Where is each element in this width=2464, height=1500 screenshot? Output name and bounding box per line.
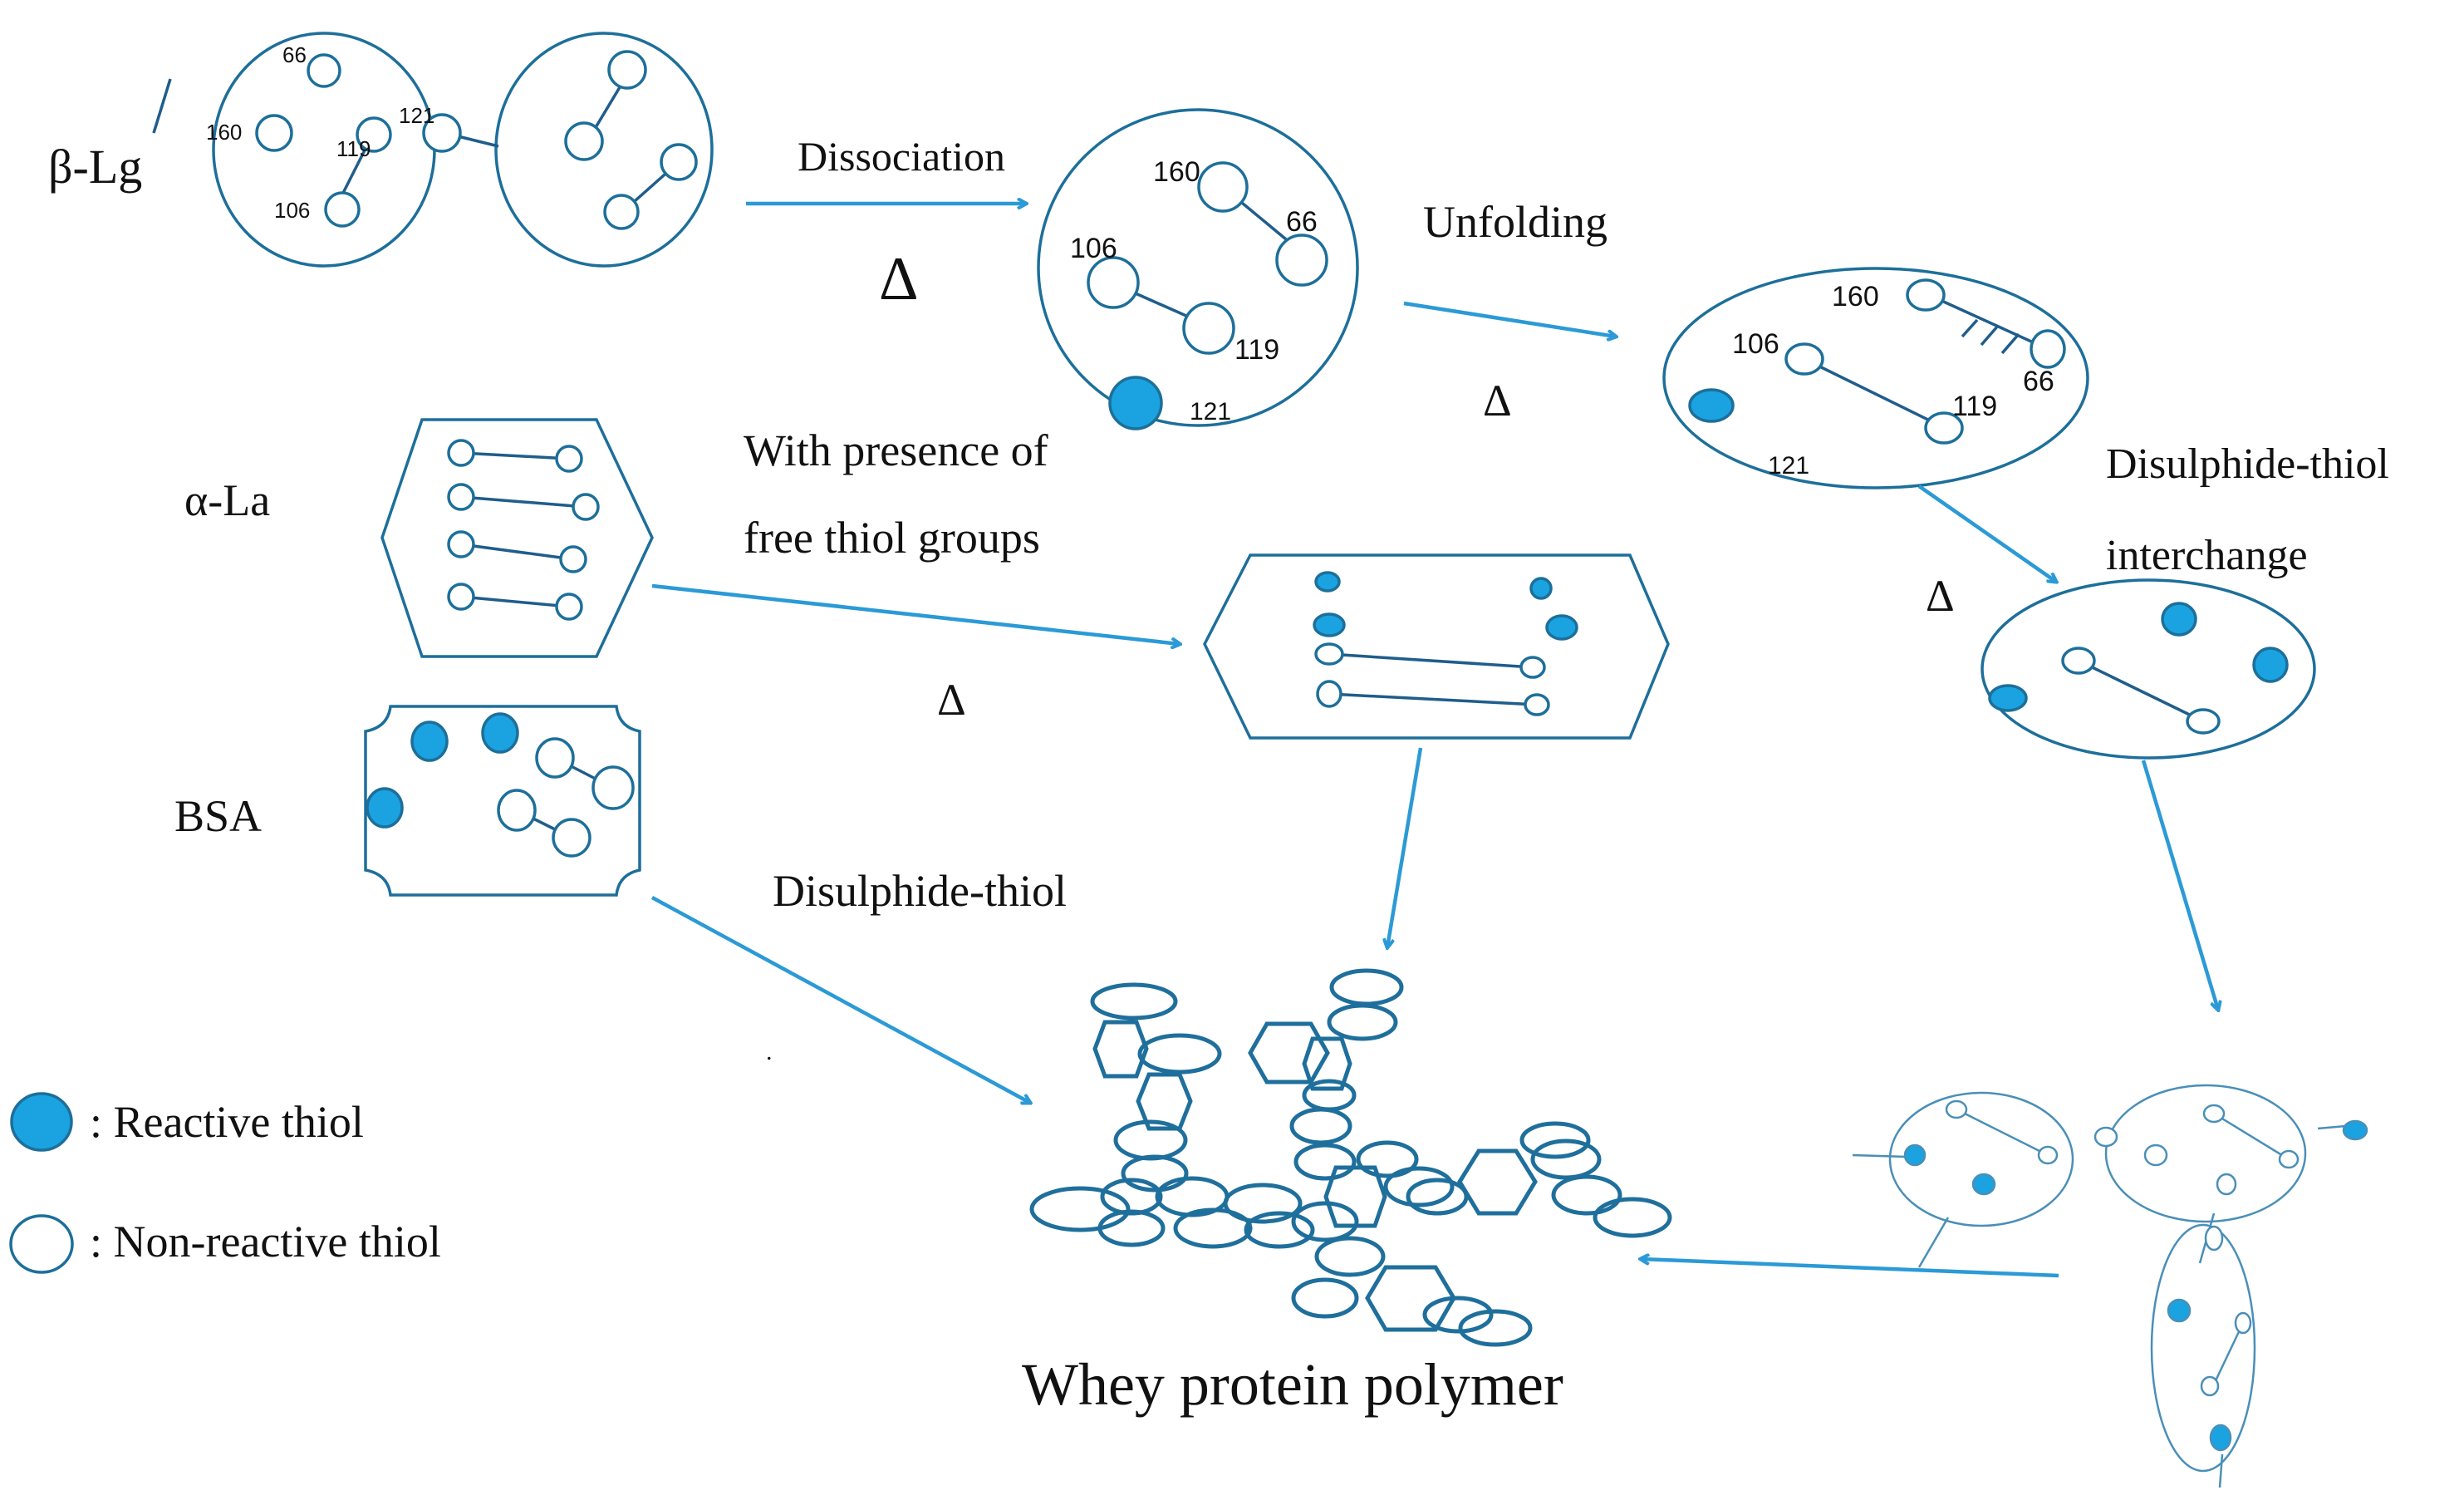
disulphide-thiol-label: Disulphide-thiol: [773, 866, 1067, 916]
residue-160-label: 160: [1153, 156, 1200, 188]
residue-121-label: 121: [1768, 452, 1809, 480]
bsa-protein: [364, 705, 641, 897]
non-reactive-thiol-106: [324, 191, 361, 228]
non-reactive-thiol-121: [422, 113, 462, 153]
whey-protein-polymer: [1029, 968, 1672, 1347]
residue-106-label: 106: [274, 198, 310, 223]
interchange-label-line2: interchange: [2106, 532, 2308, 579]
beta-lg-monomer-right: [494, 32, 714, 268]
free-thiol-label-line1: With presence of: [744, 425, 1048, 475]
residue-119-label: 119: [336, 136, 371, 161]
alpha-la-to-polymer-arrow: [1387, 747, 1423, 947]
delta-unfolding: Δ: [1483, 376, 1512, 425]
unfolded-beta-lg: 160 106 66 119 121: [1662, 267, 2089, 489]
residue-119-label: 119: [1234, 334, 1279, 366]
residue-66-label: 66: [1286, 206, 1318, 238]
bsa-arrow: [650, 896, 1030, 1103]
alpha-la-label: α-La: [184, 475, 270, 525]
dissociation-label: Dissociation: [798, 133, 1005, 180]
free-thiol-label-line2: free thiol groups: [744, 513, 1040, 563]
interchange-arrow: [1917, 484, 2056, 582]
beta-lg-dimer: 66 160 119 121 106: [152, 32, 714, 268]
residue-106-label: 106: [1732, 328, 1779, 360]
non-reactive-thiol-119: [356, 116, 392, 153]
residue-160-label: 160: [206, 120, 242, 145]
residue-121-label: 121: [399, 103, 434, 128]
interchange-label-line1: Disulphide-thiol: [2106, 440, 2389, 488]
residue-121-label: 121: [1190, 398, 1231, 425]
unfolded-alpha-la: [1203, 553, 1670, 740]
bsa-label: BSA: [174, 791, 262, 841]
reactive-thiol-121: [1108, 376, 1163, 430]
legend: : Reactive thiol : Non-reactive thiol: [9, 1092, 441, 1274]
stray-dot: .: [766, 1038, 773, 1065]
legend-reactive-label: : Reactive thiol: [90, 1097, 364, 1147]
polymer-label: Whey protein polymer: [1022, 1351, 1563, 1418]
trimer-to-polymer-arrow: [1641, 1259, 2059, 1278]
residue-160-label: 160: [1832, 281, 1879, 312]
aggregation-arrow: [2141, 760, 2218, 1010]
alpha-la-arrow: [651, 583, 1180, 644]
beta-lg-monomer: 160 66 106 119 121: [1037, 108, 1359, 430]
alpha-la-protein: [380, 418, 654, 658]
unfolding-arrow: [1403, 301, 1616, 337]
legend-reactive-swatch: [10, 1092, 73, 1152]
non-reactive-thiol-160: [255, 114, 293, 152]
residue-106-label: 106: [1070, 233, 1117, 264]
beta-lg-label: β-Lg: [48, 140, 142, 194]
residue-119-label: 119: [1952, 391, 1997, 422]
residue-66-label: 66: [282, 42, 307, 67]
legend-non-reactive-swatch: [9, 1214, 74, 1274]
unfolding-label: Unfolding: [1423, 197, 1607, 247]
residue-66-label: 66: [2023, 366, 2054, 397]
beta-lg-trimer: [1852, 1084, 2368, 1488]
non-reactive-thiol-66: [307, 53, 341, 88]
legend-non-reactive-label: : Non-reactive thiol: [90, 1217, 441, 1266]
delta-dissociation: Δ: [879, 245, 919, 313]
delta-alpha-la: Δ: [937, 675, 966, 725]
reactive-beta-lg: [1981, 578, 2316, 760]
delta-interchange: Δ: [1926, 571, 1955, 621]
